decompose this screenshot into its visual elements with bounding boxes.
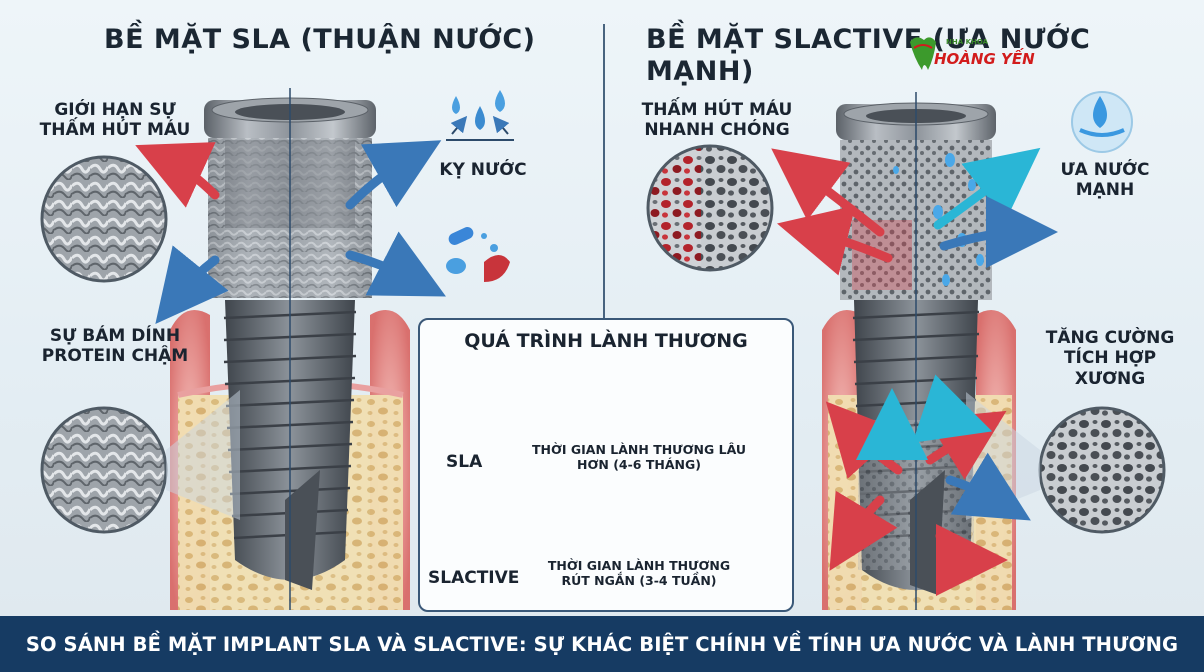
sla-healing-time: THỜI GIAN LÀNH THƯƠNG LÂU HƠN (4-6 THÁNG… [531, 442, 747, 472]
slactive-title: BỀ MẶT SLACTIVE (ƯA NƯỚC MẠNH) [646, 24, 1091, 88]
sla-absorption-label: GIỚI HẠN SỰ THẤM HÚT MÁU [39, 100, 191, 141]
slactive-hydrophilic-label: ƯA NƯỚC MẠNH [1060, 160, 1150, 201]
sla-surface-micrograph-bottom [40, 406, 168, 534]
hydrophobic-droplet-icon [446, 90, 514, 141]
slactive-row-label: SLACTIVE [428, 568, 520, 588]
sla-arrows [135, 140, 446, 324]
footer-caption: SO SÁNH BỀ MẶT IMPLANT SLA VÀ SLACTIVE: … [0, 616, 1204, 672]
sla-title: BỀ MẶT SLA (THUẬN NƯỚC) [104, 24, 536, 55]
hydrophilic-droplet-icon [1071, 91, 1133, 153]
sla-implant-illustration [170, 88, 410, 610]
panel-divider [603, 24, 605, 610]
sla-row-label: SLA [446, 452, 483, 472]
sla-hydrophobic-label: KỴ NƯỚC [439, 160, 527, 180]
sla-surface-micrograph-top [40, 155, 168, 283]
slactive-healing-time: THỜI GIAN LÀNH THƯƠNG RÚT NGẮN (3-4 TUẦN… [547, 558, 731, 588]
healing-title: QUÁ TRÌNH LÀNH THƯƠNG [464, 330, 748, 352]
logo-brand: HOÀNG YẾN [934, 50, 1035, 68]
sla-protein-label: SỰ BÁM DÍNH PROTEIN CHẬM [41, 326, 189, 367]
logo-tagline: NHA KHOA [946, 38, 989, 46]
slactive-surface-micrograph-bottom [1038, 406, 1166, 534]
slactive-arrows [771, 147, 1058, 596]
slactive-surface-micrograph-top [646, 144, 774, 272]
slactive-absorption-label: THẤM HÚT MÁU NHANH CHÓNG [641, 100, 793, 141]
healing-process-panel [418, 318, 794, 612]
slactive-osseo-label: TĂNG CƯỜNG TÍCH HỢP XƯƠNG [1045, 328, 1175, 389]
cells-icon [446, 227, 510, 282]
